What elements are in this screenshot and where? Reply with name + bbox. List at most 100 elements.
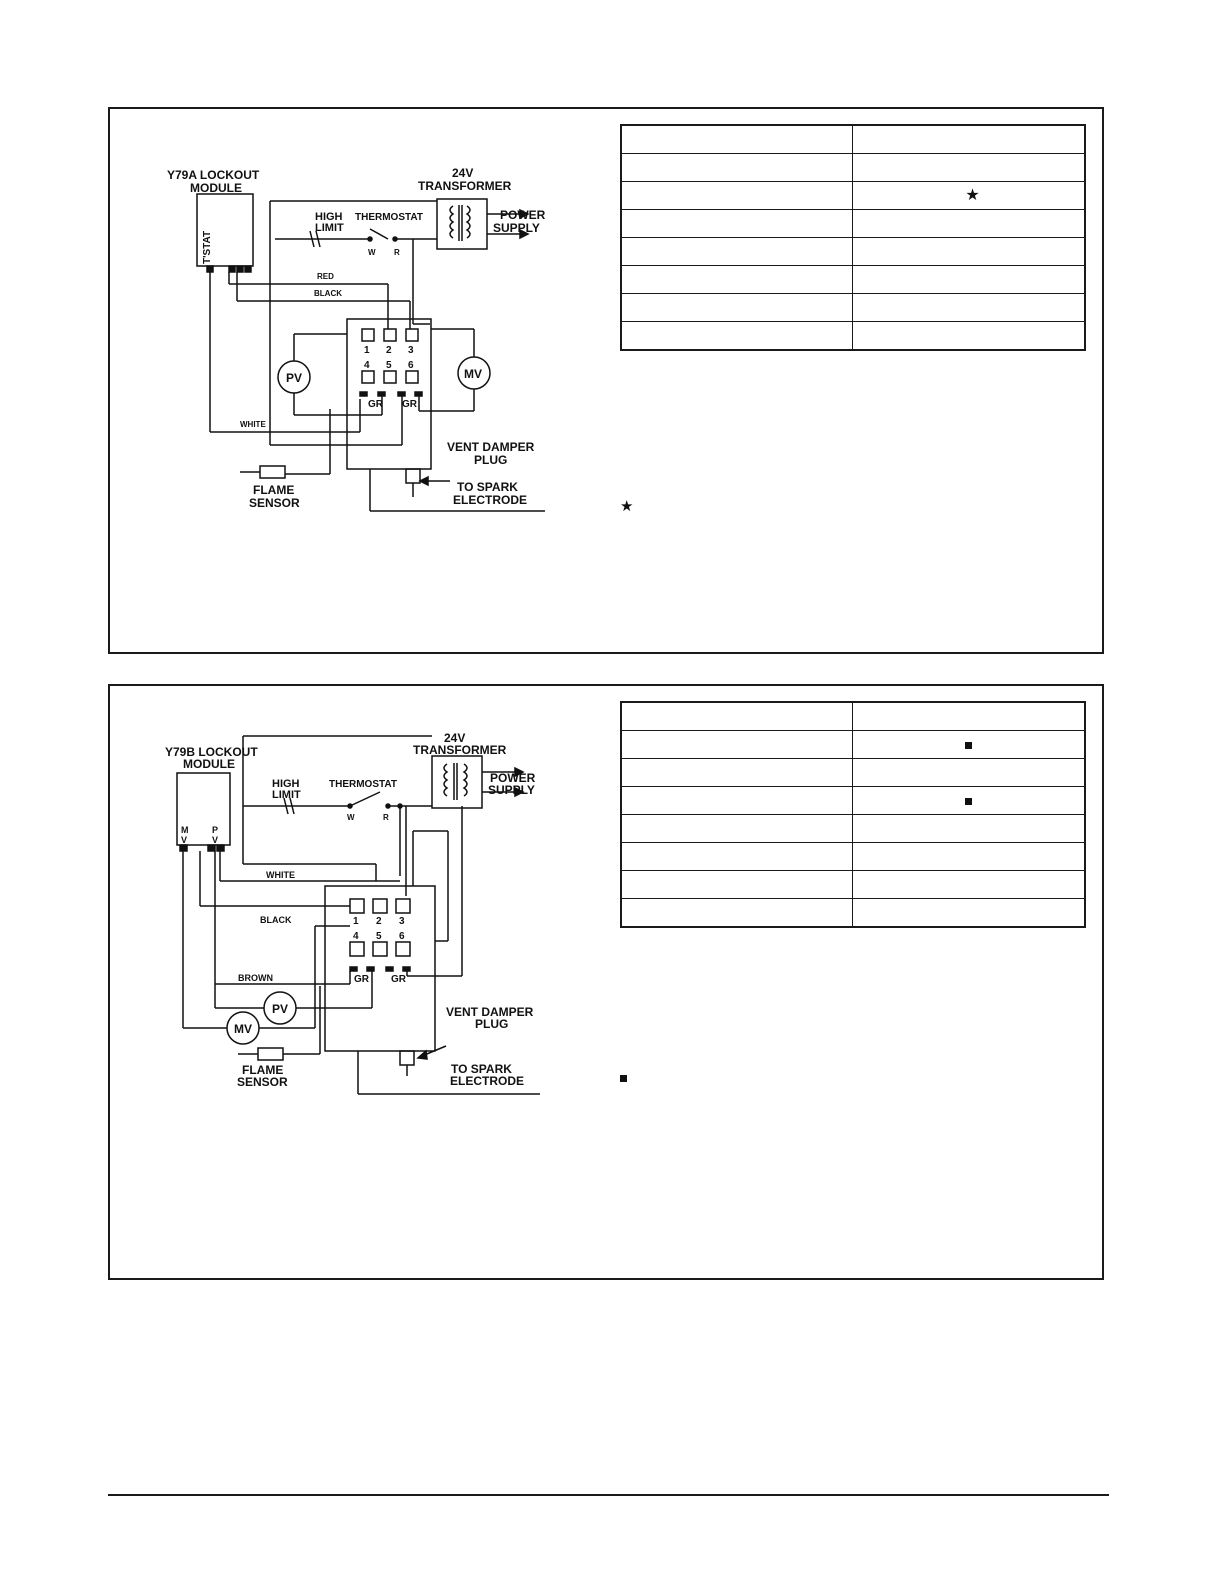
vent-damper-label: PLUG	[475, 1017, 508, 1031]
table-cell-label	[620, 786, 853, 815]
mv-terminal-label: V	[181, 835, 187, 845]
table-cell-label	[620, 293, 853, 322]
flame-sensor-label: FLAME	[253, 483, 294, 497]
gr-label: GR	[402, 399, 418, 410]
power-supply-label: POWER	[490, 771, 536, 785]
thermostat-label: THERMOSTAT	[329, 779, 397, 790]
table-row	[620, 124, 1086, 154]
power-supply-label: SUPPLY	[493, 221, 540, 235]
y79b-wiring-diagram: Y79B LOCKOUT MODULE M V P V 24V TRANSFOR…	[165, 731, 540, 1095]
mv-label: MV	[234, 1022, 252, 1036]
table-cell-value: ★	[852, 181, 1086, 210]
r-terminal-label: R	[394, 248, 400, 257]
transformer-label: 24V	[444, 731, 465, 745]
table-row	[620, 814, 1086, 843]
table-cell-value	[852, 730, 1086, 759]
table-cell-value	[852, 237, 1086, 266]
black-wire-label: BLACK	[314, 289, 342, 298]
mv-terminal-label: M	[181, 825, 189, 835]
table-cell-label	[620, 870, 853, 899]
pv-terminal-label: P	[212, 825, 218, 835]
table-row	[620, 237, 1086, 266]
wiring-panel-y79b: Y79B LOCKOUT MODULE M V P V 24V TRANSFOR…	[108, 684, 1104, 1280]
terminal-4-label: 4	[364, 360, 370, 371]
vent-damper-label: VENT DAMPER	[447, 440, 535, 454]
table-cell-value	[852, 701, 1086, 731]
transformer-label: TRANSFORMER	[418, 179, 512, 193]
table-cell-label	[620, 814, 853, 843]
power-supply-label: POWER	[500, 208, 546, 222]
module-label: MODULE	[183, 757, 235, 771]
table-cell-label	[620, 153, 853, 182]
table-cell-value	[852, 124, 1086, 154]
spark-electrode-label: TO SPARK	[451, 1062, 512, 1076]
transformer-label: 24V	[452, 166, 473, 180]
table-cell-value	[852, 209, 1086, 238]
table-row	[620, 898, 1086, 928]
terminal-1-label: 1	[364, 345, 370, 356]
w-terminal-label: W	[347, 813, 355, 822]
table-cell-value	[852, 321, 1086, 351]
spark-electrode-label: ELECTRODE	[453, 493, 527, 507]
flame-sensor-label: FLAME	[242, 1063, 283, 1077]
terminal-2-label: 2	[386, 345, 392, 356]
gr-label: GR	[391, 974, 407, 985]
terminal-6-label: 6	[408, 360, 414, 371]
table-row	[620, 209, 1086, 238]
terminal-6-label: 6	[399, 931, 405, 942]
table-cell-label	[620, 321, 853, 351]
table-row	[620, 730, 1086, 759]
white-wire-label: WHITE	[240, 420, 266, 429]
flame-sensor-label: SENSOR	[249, 496, 300, 510]
flame-sensor-label: SENSOR	[237, 1075, 288, 1089]
table-cell-value	[852, 153, 1086, 182]
table-cell-value	[852, 814, 1086, 843]
table-cell-label	[620, 842, 853, 871]
footer-rule	[108, 1494, 1109, 1496]
high-limit-label: HIGH	[272, 778, 300, 790]
table-cell-label	[620, 265, 853, 294]
table-row	[620, 758, 1086, 787]
square-icon	[965, 798, 972, 805]
table-row	[620, 265, 1086, 294]
transformer-label: TRANSFORMER	[413, 743, 507, 757]
white-wire-label: WHITE	[266, 870, 295, 880]
table-cell-label	[620, 237, 853, 266]
terminal-5-label: 5	[386, 360, 392, 371]
terminal-3-label: 3	[408, 345, 414, 356]
terminal-1-label: 1	[353, 916, 359, 927]
wiring-panel-y79a: Y79A LOCKOUT MODULE T'STAT 24V TRANSFORM…	[108, 107, 1104, 654]
r-terminal-label: R	[383, 813, 389, 822]
star-note-marker: ★	[620, 498, 634, 515]
black-wire-label: BLACK	[260, 915, 292, 925]
power-supply-label: SUPPLY	[488, 783, 535, 797]
table-row	[620, 842, 1086, 871]
table-cell-label	[620, 209, 853, 238]
module-label: MODULE	[190, 181, 242, 195]
table-row	[620, 701, 1086, 731]
gr-label: GR	[368, 399, 384, 410]
terminal-2-label: 2	[376, 916, 382, 927]
terminal-4-label: 4	[353, 931, 359, 942]
vent-damper-label: PLUG	[474, 453, 507, 467]
module-label: Y79A LOCKOUT	[167, 168, 260, 182]
high-limit-label: LIMIT	[315, 222, 344, 234]
star-icon: ★	[965, 187, 980, 204]
table-cell-label	[620, 758, 853, 787]
table-row: ★	[620, 181, 1086, 210]
square-note-marker	[620, 1069, 627, 1087]
terminal-3-label: 3	[399, 916, 405, 927]
table-cell-label	[620, 124, 853, 154]
table-row	[620, 786, 1086, 815]
high-limit-label: LIMIT	[272, 789, 301, 801]
square-icon	[965, 742, 972, 749]
table-cell-value	[852, 265, 1086, 294]
y79a-wiring-table: ★	[620, 124, 1086, 351]
red-wire-label: RED	[317, 272, 334, 281]
table-cell-value	[852, 758, 1086, 787]
spark-electrode-label: ELECTRODE	[450, 1074, 524, 1088]
table-cell-value	[852, 898, 1086, 928]
brown-wire-label: BROWN	[238, 973, 273, 983]
table-row	[620, 153, 1086, 182]
table-cell-label	[620, 701, 853, 731]
